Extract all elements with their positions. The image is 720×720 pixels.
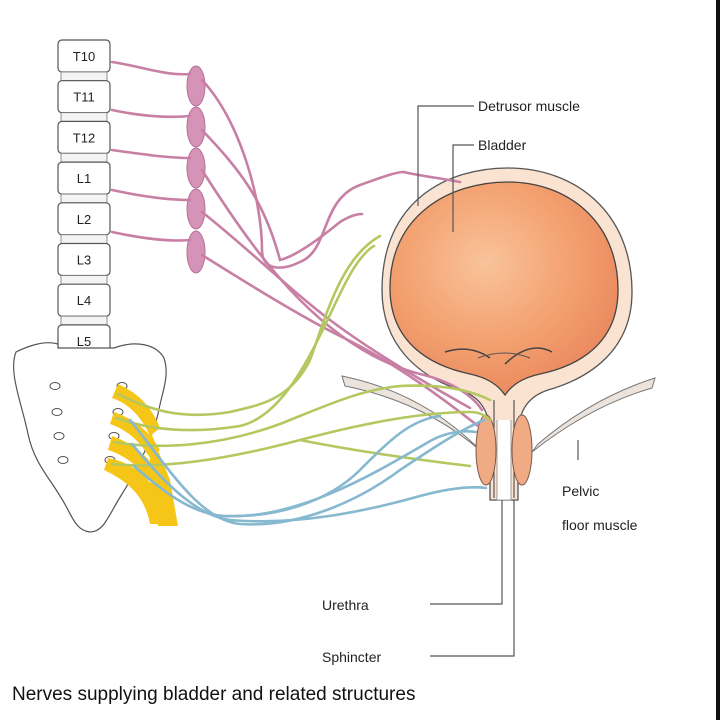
vertebra-label-l5: L5 (77, 334, 91, 349)
sympathetic-nerves (110, 60, 484, 428)
intervertebral-disc (60, 234, 108, 244)
label-pelvic-floor-line1: Pelvic (562, 483, 599, 499)
vertebra-label-l2: L2 (77, 212, 91, 227)
intervertebral-disc (60, 152, 108, 163)
vertebra-label-l1: L1 (77, 171, 91, 186)
annotation-lines (417, 105, 579, 657)
intervertebral-disc (60, 112, 108, 122)
intervertebral-disc (60, 275, 108, 285)
vertebra-label-l3: L3 (77, 253, 91, 268)
vertebra-label-t11: T11 (73, 90, 94, 105)
figure-caption: Nerves supplying bladder and related str… (12, 684, 416, 705)
sympathetic-ganglia (186, 65, 206, 274)
intervertebral-disc (60, 71, 108, 82)
label-detrusor-muscle: Detrusor muscle (478, 98, 580, 114)
vertebra-label-t10: T10 (73, 49, 95, 64)
label-pelvic-floor-line2: floor muscle (562, 517, 638, 533)
label-sphincter: Sphincter (322, 649, 381, 665)
intervertebral-disc (60, 193, 108, 204)
label-urethra: Urethra (322, 597, 369, 613)
vertebra-label-t12: T12 (73, 130, 95, 145)
somatic-nerves (128, 414, 488, 526)
intervertebral-disc (60, 315, 108, 326)
label-bladder: Bladder (478, 137, 527, 153)
vertebra-label-l4: L4 (77, 293, 91, 308)
sphincter-muscle (475, 414, 497, 486)
parasympathetic-nerves (110, 234, 492, 468)
right-border (716, 0, 720, 720)
bladder (381, 167, 633, 501)
